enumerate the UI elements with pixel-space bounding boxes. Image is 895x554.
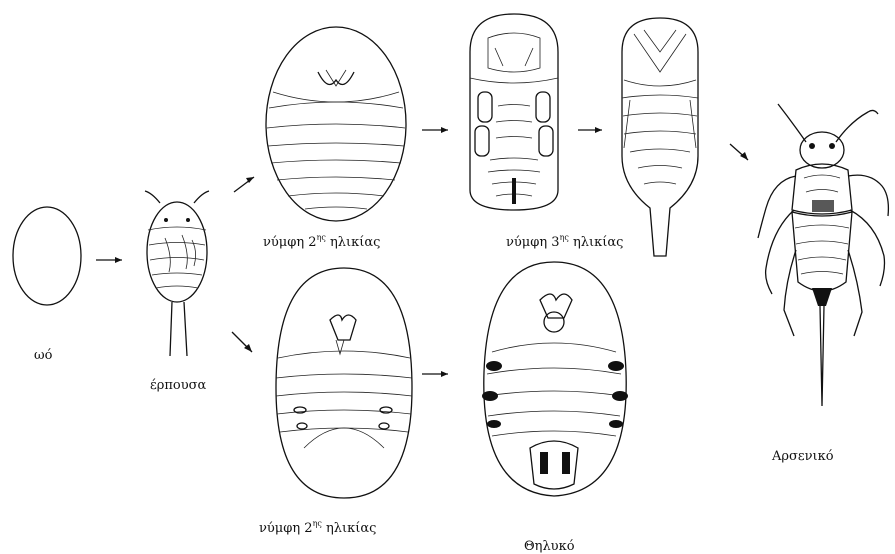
- male-label: Αρσενικό: [771, 449, 834, 464]
- nymph-bottom-label: νύμφη 2ης ηλικίας: [259, 519, 376, 536]
- arrow-nymph-to-prepupa: [422, 127, 448, 133]
- arrow-prepupa-to-pupa: [578, 127, 602, 133]
- nymph3-label: νύμφη 3ης ηλικίας: [506, 233, 623, 250]
- arrow-pupa-to-male: [730, 144, 748, 160]
- crawler-figure: [145, 191, 209, 356]
- female-label: Θηλυκό: [524, 539, 575, 554]
- arrow-nymph-to-female: [422, 371, 448, 377]
- nymph-3rd-instar-figure: [622, 18, 698, 256]
- egg-figure: [13, 207, 81, 305]
- arrow-crawler-to-top-nymph: [234, 177, 254, 192]
- arrow-egg-to-crawler: [96, 257, 122, 263]
- egg-label: ωό: [34, 348, 53, 363]
- nymph-top-label: νύμφη 2ης ηλικίας: [263, 233, 380, 250]
- crawler-label: έρπουσα: [150, 378, 207, 393]
- nymph-2nd-instar-top-figure: [266, 27, 406, 221]
- arrow-crawler-to-bottom-nymph: [232, 332, 252, 352]
- adult-male-figure: [758, 104, 888, 406]
- adult-female-figure: [482, 262, 628, 496]
- nymph-2nd-instar-bottom-figure: [276, 268, 412, 498]
- prepupa-figure: [470, 14, 558, 210]
